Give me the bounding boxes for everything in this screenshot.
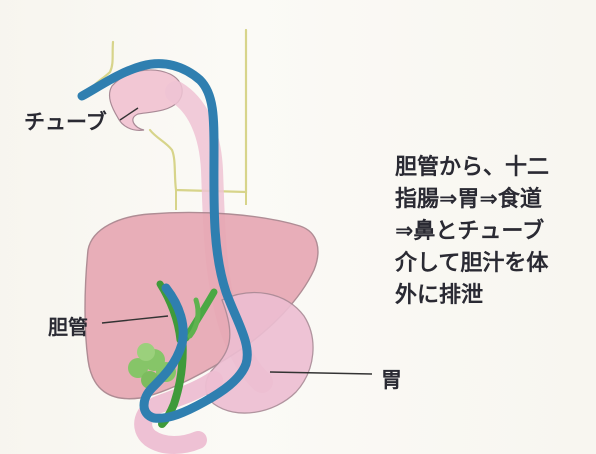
caption-line: ⇒鼻とチューブ — [395, 216, 549, 248]
caption-line: 指腸⇒胃⇒食道 — [395, 184, 549, 216]
drainage-caption: 胆管から、十二 指腸⇒胃⇒食道 ⇒鼻とチューブ 介して胆汁を体 外に排泄 — [395, 152, 549, 312]
stomach-label: 胃 — [381, 364, 402, 394]
caption-line: 外に排泄 — [395, 280, 549, 312]
bile-duct-label: 胆管 — [48, 311, 88, 340]
tube-label: チューブ — [24, 106, 107, 136]
caption-line: 介して胆汁を体 — [395, 248, 549, 280]
caption-line: 胆管から、十二 — [395, 152, 549, 184]
